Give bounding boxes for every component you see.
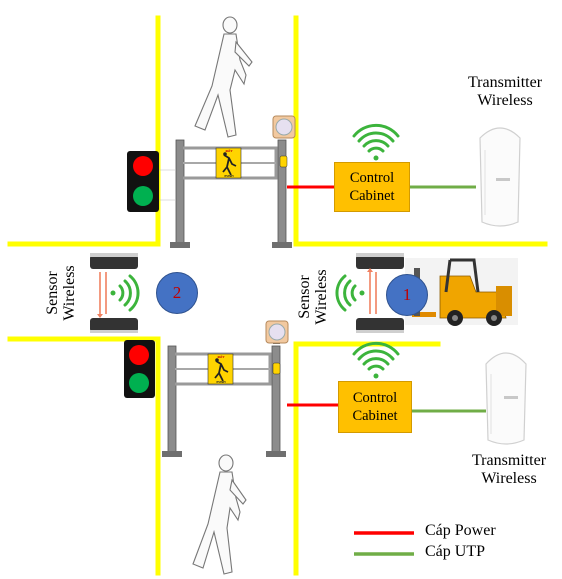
cables xyxy=(287,185,486,413)
sensor-label-right-line1: Sensor xyxy=(296,275,313,319)
transmitter-device-bottom xyxy=(485,352,527,445)
yellow-walls xyxy=(7,15,548,576)
wall-bottom-right xyxy=(293,341,441,576)
transmitter-label-top: Transmitter Wireless xyxy=(452,74,558,110)
wifi-icon-sensor-left xyxy=(110,274,140,312)
marker-1: 1 xyxy=(386,274,428,316)
sensor-label-right: Sensor Wireless xyxy=(296,262,330,332)
transmitter-device-top xyxy=(479,127,521,227)
control-cabinet-top: Control Cabinet xyxy=(334,162,410,212)
sensor-label-left-line2: Wireless xyxy=(61,265,78,321)
sensor-label-right-line2: Wireless xyxy=(313,269,330,325)
legend-power-label: Cáp Power xyxy=(425,522,496,539)
gate-sign-bottom-subtext: PUSH xyxy=(216,380,226,384)
wall-top-left xyxy=(7,15,161,247)
sensor-device-right xyxy=(356,253,404,333)
sensor-device-left xyxy=(90,253,138,333)
walking-person-icon-top xyxy=(194,16,253,138)
traffic-light-icon-top xyxy=(127,151,176,212)
wall-top-right xyxy=(293,15,548,247)
control-cabinet-bottom-line1: Control xyxy=(352,390,398,406)
gate-sign-bottom-text: ĐẨY xyxy=(217,354,225,359)
marker-2-text: 2 xyxy=(172,283,182,302)
walking-person-icon-bottom xyxy=(192,454,247,575)
wifi-icon-bottom xyxy=(352,341,400,379)
transmitter-label-top-line1: Transmitter xyxy=(467,74,543,91)
wifi-icon-top xyxy=(352,123,400,161)
wall-bottom-left xyxy=(7,336,161,576)
transmitter-label-bottom-line1: Transmitter xyxy=(471,452,547,469)
transmitter-label-bottom: Transmitter Wireless xyxy=(456,452,562,488)
sensor-label-left-line1: Sensor xyxy=(44,271,61,315)
gate-sign-top-text: ĐẨY xyxy=(225,148,233,153)
sensor-label-left: Sensor Wireless xyxy=(44,258,78,328)
wifi-icon-sensor-right xyxy=(335,274,365,312)
forklift-icon xyxy=(405,258,518,326)
transmitter-label-bottom-line2: Wireless xyxy=(481,470,537,487)
traffic-light-icon-bottom xyxy=(124,340,155,398)
control-cabinet-top-line2: Cabinet xyxy=(349,188,395,204)
marker-2: 2 xyxy=(156,272,198,314)
control-cabinet-bottom: Control Cabinet xyxy=(338,381,412,433)
turnstile-gate-top: ĐẨY PUSH xyxy=(170,115,296,248)
gate-sign-top-subtext: PUSH xyxy=(224,174,234,178)
transmitter-label-top-line2: Wireless xyxy=(477,92,533,109)
turnstile-gate-bottom: ĐẨY PUSH xyxy=(162,320,289,457)
marker-1-text: 1 xyxy=(402,285,412,304)
control-cabinet-top-line1: Control xyxy=(349,170,395,186)
legend-utp-label: Cáp UTP xyxy=(425,543,485,560)
control-cabinet-bottom-line2: Cabinet xyxy=(352,408,398,424)
